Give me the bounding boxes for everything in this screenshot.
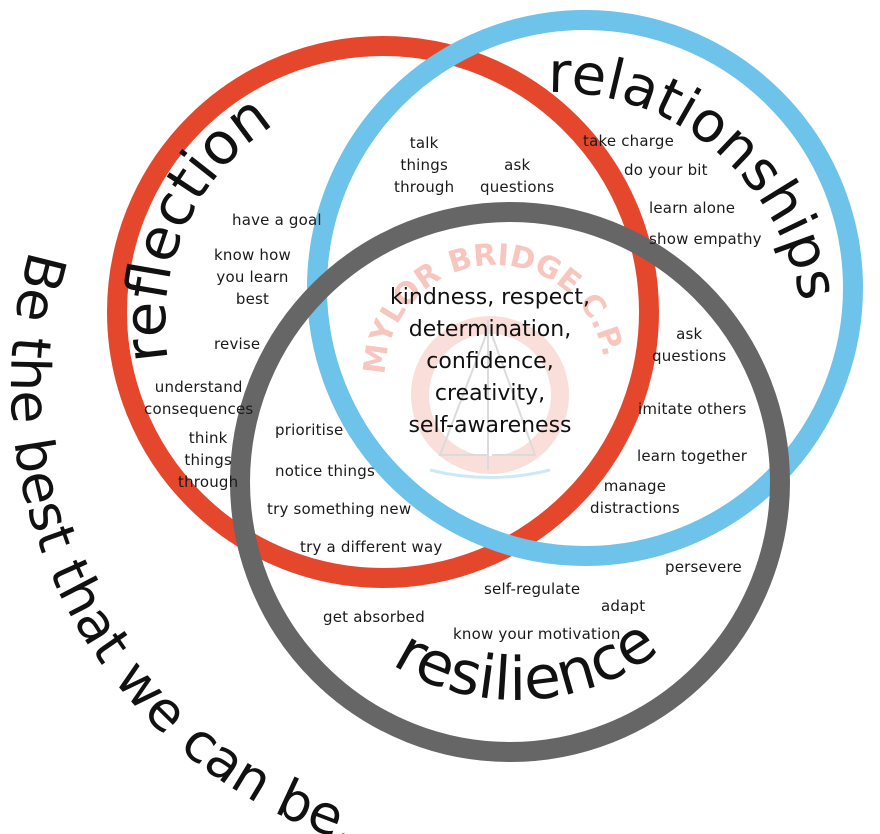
reflection-resilience-item: try something new <box>267 500 412 518</box>
relationships-item: ask questions <box>652 325 727 365</box>
reflection-item: know how you learn best <box>214 246 291 308</box>
resilience-item: adapt <box>601 597 646 615</box>
reflection-item: understand consequences <box>144 378 254 418</box>
relationships-item: take charge <box>583 132 675 150</box>
reflection-item: think things through <box>178 429 239 491</box>
relationships-item: do your bit <box>624 161 708 179</box>
reflection-resilience-item: try a different way <box>300 538 443 556</box>
resilience-item: self-regulate <box>484 580 581 598</box>
relationships-item: learn together <box>637 447 748 465</box>
relationships-item: learn alone <box>649 199 736 217</box>
reflection-item: revise <box>214 335 261 353</box>
resilience-item: get absorbed <box>323 608 425 626</box>
resilience-item: persevere <box>665 558 742 576</box>
core-values: kindness, respect, determination, confid… <box>390 285 590 438</box>
reflection-circle <box>107 36 659 588</box>
relationships-item: show empathy <box>649 230 762 248</box>
reflection-relationships-item: talk things through <box>394 134 455 196</box>
resilience-label: resilience <box>384 605 669 715</box>
reflection-item: have a goal <box>232 211 322 229</box>
reflection-resilience-item: prioritise <box>275 421 344 439</box>
resilience-item: know your motivation <box>453 625 621 643</box>
reflection-relationships-item: ask questions <box>480 156 555 196</box>
reflection-resilience-item: notice things <box>275 462 375 480</box>
relationships-item: imitate others <box>638 400 747 418</box>
resilience-circle <box>230 202 790 762</box>
relationships-item: manage distractions <box>590 477 680 517</box>
school-logo-watermark <box>411 316 569 479</box>
